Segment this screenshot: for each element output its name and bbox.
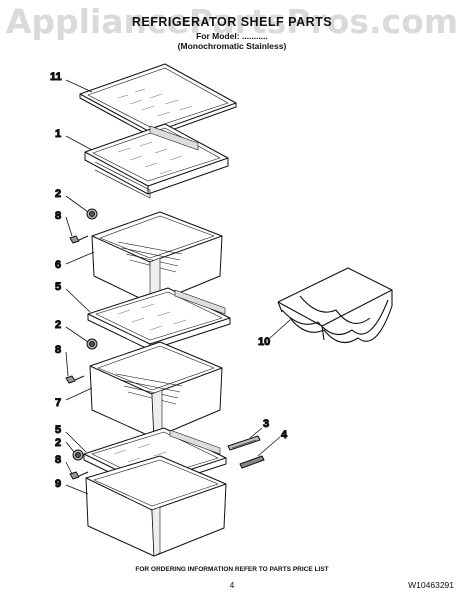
callout-5-lower: 5: [55, 424, 61, 436]
callout-2-lower: 2: [55, 437, 61, 449]
finish-subtitle: (Monochromatic Stainless): [177, 41, 287, 51]
document-number: W10463291: [408, 580, 454, 590]
part-5-crisper-cover-upper: [87, 287, 231, 351]
callout-1: 1: [55, 128, 61, 140]
callout-9: 9: [55, 478, 61, 490]
part-7-crisper-pan: [89, 341, 223, 439]
callout-8-lower: 8: [55, 454, 61, 466]
page-title: REFRIGERATOR SHELF PARTS: [131, 15, 333, 29]
callout-2-middle: 2: [55, 319, 61, 331]
part-2-glide-middle: [86, 338, 98, 350]
part-3-slide-bracket: [227, 435, 261, 451]
callout-10: 10: [258, 336, 270, 348]
part-8-screw-middle: [65, 375, 85, 384]
part-2-glide-upper: [86, 208, 98, 220]
callout-3: 3: [263, 418, 269, 430]
callout-8-middle: 8: [55, 344, 61, 356]
callout-2-upper: 2: [55, 188, 61, 200]
callout-6: 6: [55, 259, 61, 271]
callout-11: 11: [50, 71, 62, 83]
part-4-screw: [239, 455, 265, 469]
callout-4: 4: [281, 429, 288, 441]
callout-8-upper: 8: [55, 210, 61, 222]
part-9-bottom-pan: [85, 455, 227, 557]
part-2-glide-lower: [72, 449, 84, 461]
part-8-screw-lower: [69, 471, 89, 480]
callout-5-upper: 5: [55, 281, 61, 293]
part-8-screw-upper: [69, 235, 89, 244]
leader-lines: [65, 79, 291, 495]
ordering-note: FOR ORDERING INFORMATION REFER TO PARTS …: [135, 566, 329, 573]
part-10-wine-rack: [277, 267, 393, 344]
watermark: AppliancePartsPros.com: [5, 2, 459, 41]
part-6-crisper-pan: [91, 211, 223, 305]
model-subtitle: For Model: ...........: [196, 31, 268, 41]
part-1-shelf-assembly: [84, 123, 229, 199]
page-number: 4: [229, 581, 235, 590]
callout-7: 7: [55, 397, 61, 409]
